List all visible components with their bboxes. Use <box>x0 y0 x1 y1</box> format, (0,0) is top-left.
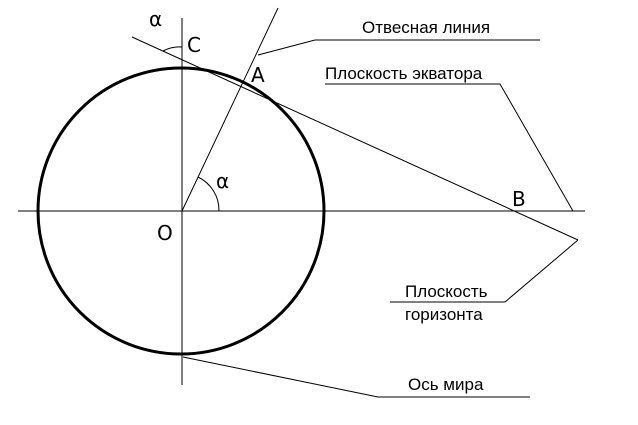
equator-plane-leader <box>325 83 574 212</box>
angle-alpha-top-label: α <box>149 7 162 31</box>
plumb-line-leader <box>257 39 540 56</box>
point-b-label: B <box>512 187 526 211</box>
world-axis-leader <box>182 356 530 398</box>
angle-alpha-center-label: α <box>216 169 229 193</box>
angle-arc-top <box>162 46 183 52</box>
horizon-plane-label-line1: Плоскость <box>405 282 488 301</box>
horizon-line <box>131 36 579 241</box>
point-c-label: C <box>187 33 201 57</box>
angle-arc-center <box>197 176 220 212</box>
horizon-plane-leader <box>390 239 579 303</box>
point-o-label: O <box>157 221 173 245</box>
world-axis-label: Ось мира <box>408 375 484 394</box>
horizon-plane-label-line2: горизонта <box>405 305 483 324</box>
plumb-line-label: Отвесная линия <box>362 18 490 37</box>
point-a-label: A <box>251 63 265 87</box>
equator-plane-label: Плоскость экватора <box>325 64 483 83</box>
